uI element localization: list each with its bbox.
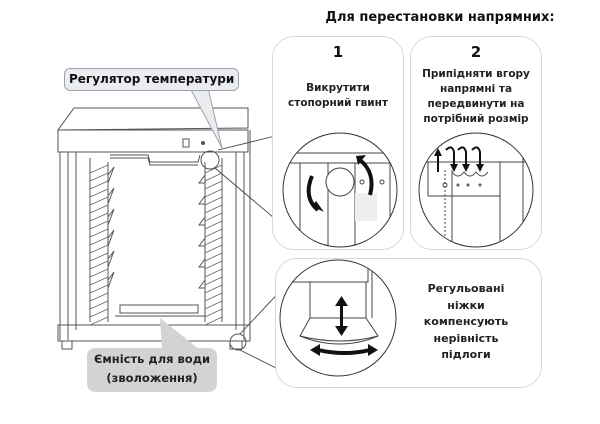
- hatch-line: [204, 220, 223, 230]
- hatch-line: [89, 292, 109, 302]
- hatch-line: [204, 212, 223, 222]
- hatch-line: [204, 204, 223, 214]
- cabinet-illustration: [57, 107, 251, 351]
- shelf-rail-left: [107, 229, 115, 247]
- hatch-line: [204, 196, 223, 206]
- feet-text: Регульовані ніжки компенсують нерівність…: [423, 282, 509, 361]
- shelf-rails: [107, 166, 206, 289]
- shelf-rail-left: [107, 250, 115, 268]
- instruction-title: Для перестановки напрямних:: [325, 10, 555, 25]
- hatch-line: [204, 172, 223, 182]
- height-adjust-arrow-icon: [335, 296, 348, 336]
- hatch-line: [204, 164, 223, 174]
- hatch-line: [204, 292, 223, 302]
- hatch-line: [204, 180, 223, 190]
- foot-detail-circle: [279, 259, 397, 377]
- hatch-line: [89, 220, 109, 230]
- hatch-line: [89, 212, 109, 222]
- hatch-line: [89, 300, 109, 310]
- hatch-line: [204, 228, 223, 238]
- shelf-rail-left: [107, 166, 115, 184]
- hatch-line: [89, 236, 109, 246]
- hatch-line: [204, 308, 223, 318]
- rotate-cw-arrow-icon: [358, 158, 374, 196]
- hatch-line: [89, 308, 109, 318]
- hatch-line: [89, 244, 109, 254]
- hatch-line: [89, 164, 109, 174]
- shelf-rail-right: [198, 174, 206, 184]
- step-1-number: 1: [332, 43, 344, 61]
- shelf-rail-left: [107, 208, 115, 226]
- foot-right: [229, 340, 243, 350]
- shelf-rail-left: [107, 187, 115, 205]
- hatch-line: [89, 204, 109, 214]
- step-2-text: Припідняти вгору напрямні та передвинути…: [422, 68, 530, 125]
- step-1-text: Викрутити стопорний гвинт: [288, 82, 388, 109]
- hatch-line: [204, 316, 223, 326]
- hatch-line: [204, 260, 223, 270]
- hatch-line: [89, 180, 109, 190]
- shelf-rail-left: [107, 271, 115, 289]
- temperature-display: [182, 138, 190, 148]
- hatch-line: [204, 188, 223, 198]
- temperature-knob: [201, 141, 205, 145]
- guide-hatching: [89, 164, 223, 326]
- shelf-rail-right: [198, 258, 206, 268]
- cabinet-base: [57, 324, 251, 342]
- hatch-line: [89, 228, 109, 238]
- water-callout-pointer: [160, 318, 200, 350]
- guide-detail-circle: [418, 132, 534, 248]
- hatch-line: [89, 260, 109, 270]
- hatch-line: [89, 172, 109, 182]
- cabinet-control-strip: [57, 129, 249, 153]
- hatch-line: [89, 196, 109, 206]
- hatch-line: [204, 300, 223, 310]
- hatch-line: [89, 188, 109, 198]
- hatch-line: [204, 276, 223, 286]
- water-tank-callout: Ємність для води (зволоження): [87, 348, 217, 392]
- hatch-line: [204, 268, 223, 278]
- temperature-regulator-callout: Регулятор температури: [64, 68, 240, 91]
- hatch-line: [89, 316, 109, 326]
- hatch-line: [89, 268, 109, 278]
- hatch-line: [204, 244, 223, 254]
- shelf-rail-right: [198, 216, 206, 226]
- hatch-line: [89, 284, 109, 294]
- hatch-line: [204, 284, 223, 294]
- hatch-line: [204, 236, 223, 246]
- step-2-number: 2: [470, 43, 482, 61]
- shelf-rail-right: [198, 195, 206, 205]
- hatch-line: [89, 276, 109, 286]
- hatch-line: [89, 252, 109, 262]
- water-tray: [119, 304, 199, 314]
- screw-detail-circle: [282, 132, 398, 248]
- hatch-line: [204, 252, 223, 262]
- shelf-rail-right: [198, 279, 206, 289]
- shelf-rail-right: [198, 237, 206, 247]
- foot-left: [61, 340, 73, 350]
- rotate-foot-arrow-icon: [310, 344, 378, 356]
- temperature-callout-pointer: [189, 87, 223, 149]
